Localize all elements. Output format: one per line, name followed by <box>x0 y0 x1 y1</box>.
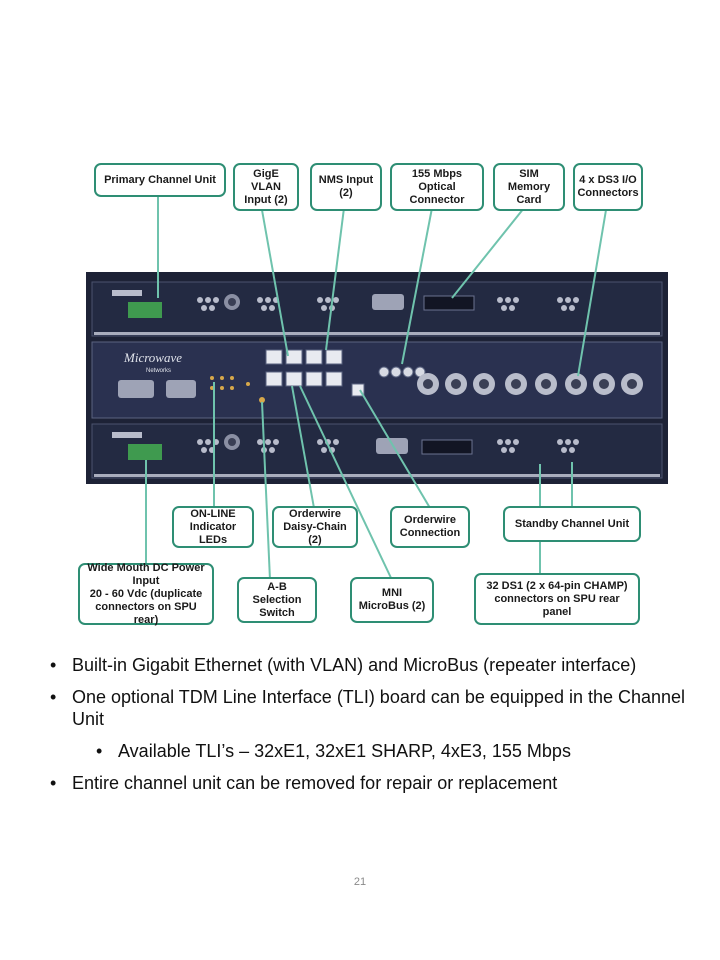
callout-sim-memory-card: SIM Memory Card <box>493 163 565 211</box>
chassis-illustration: Microwave Networks <box>86 196 668 581</box>
callout-orderwire-daisy-chain: Orderwire Daisy-Chain (2) <box>272 506 358 548</box>
bullet-list: Built-in Gigabit Ethernet (with VLAN) an… <box>48 654 688 804</box>
callout-nms-input: NMS Input (2) <box>310 163 382 211</box>
callout-dc-power-input: Wide Mouth DC Power Input 20 - 60 Vdc (d… <box>78 562 214 626</box>
bullet-available-tlis: Available TLI’s – 32xE1, 32xE1 SHARP, 4x… <box>94 740 688 762</box>
page-number: 21 <box>353 876 367 888</box>
equipment-diagram: Microwave Networks Primary Channel Unit … <box>78 163 668 626</box>
callout-ab-selection-switch: A-B Selection Switch <box>237 577 317 623</box>
bullet-gigabit-ethernet: Built-in Gigabit Ethernet (with VLAN) an… <box>48 654 688 676</box>
callout-ds1-champ-connectors: 32 DS1 (2 x 64-pin CHAMP) connectors on … <box>474 573 640 625</box>
callout-online-indicator-leds: ON-LINE Indicator LEDs <box>172 506 254 548</box>
callout-gige-vlan-input: GigE VLAN Input (2) <box>233 163 299 211</box>
callout-ds3-io-connectors: 4 x DS3 I/O Connectors <box>573 163 643 211</box>
callout-mni-microbus: MNI MicroBus (2) <box>350 577 434 623</box>
callout-primary-channel-unit: Primary Channel Unit <box>94 163 226 197</box>
bullet-channel-unit-removable: Entire channel unit can be removed for r… <box>48 772 688 794</box>
callout-standby-channel-unit: Standby Channel Unit <box>503 506 641 542</box>
callout-orderwire-connection: Orderwire Connection <box>390 506 470 548</box>
callout-optical-connector: 155 Mbps Optical Connector <box>390 163 484 211</box>
brand-logo-sub: Networks <box>146 368 171 374</box>
brand-logo: Microwave <box>123 350 182 365</box>
bullet-tdm-line-interface: One optional TDM Line Interface (TLI) bo… <box>48 686 688 730</box>
